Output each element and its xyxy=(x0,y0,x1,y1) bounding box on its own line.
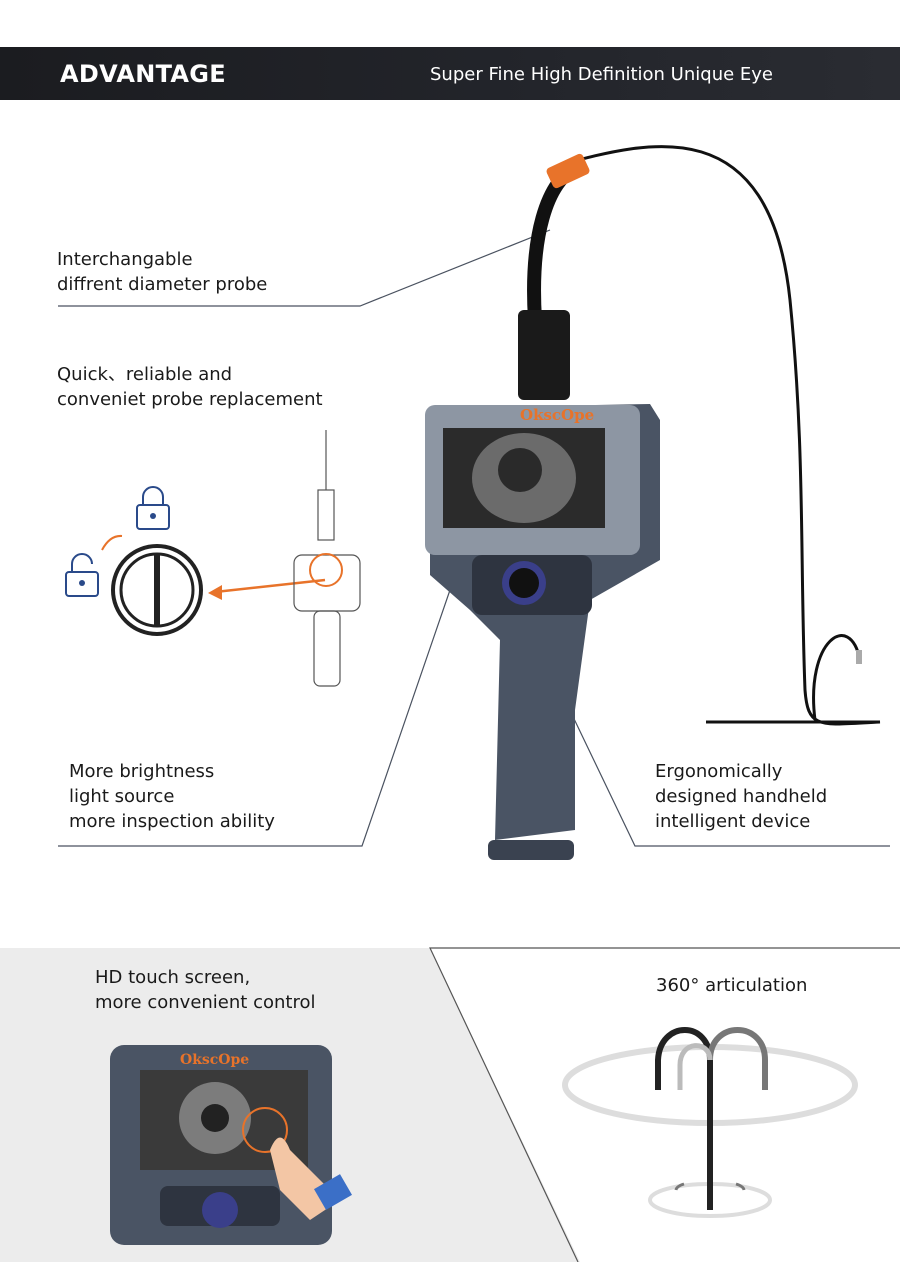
unlock-icon xyxy=(65,553,99,597)
device-logo: OkscOpe xyxy=(520,406,594,424)
device-line-drawing xyxy=(293,430,361,687)
rotate-right-icon xyxy=(735,1182,746,1191)
feature-ergonomic: Ergonomically designed handheld intellig… xyxy=(655,761,828,832)
probe-connector xyxy=(546,153,590,189)
page-title: ADVANTAGE xyxy=(60,60,226,88)
feature-probe: Interchangable diffrent diameter probe xyxy=(57,249,268,295)
probe-strain-relief xyxy=(518,310,570,400)
rotate-arrow-icon xyxy=(101,534,123,551)
probe-neck xyxy=(527,158,584,321)
joystick xyxy=(509,568,539,598)
feature-touch: HD touch screen, more convenient control xyxy=(95,967,316,1013)
panel-divider xyxy=(429,947,900,1262)
header-bar xyxy=(0,47,900,100)
rotate-left-icon xyxy=(674,1182,685,1191)
feature-replacement: Quick、reliable and conveniet probe repla… xyxy=(57,364,323,410)
probe-cable xyxy=(559,145,881,726)
callout-lines xyxy=(58,229,890,847)
touch-device-logo: OkscOpe xyxy=(180,1052,249,1068)
lock-icon xyxy=(136,486,170,530)
handle-base xyxy=(488,840,574,860)
feature-articulation: 360° articulation xyxy=(656,975,808,996)
feature-brightness: More brightness light source more inspec… xyxy=(69,761,275,832)
page-subtitle: Super Fine High Definition Unique Eye xyxy=(430,64,773,85)
arrow-icon xyxy=(214,578,326,594)
probe-coupler xyxy=(111,544,203,636)
